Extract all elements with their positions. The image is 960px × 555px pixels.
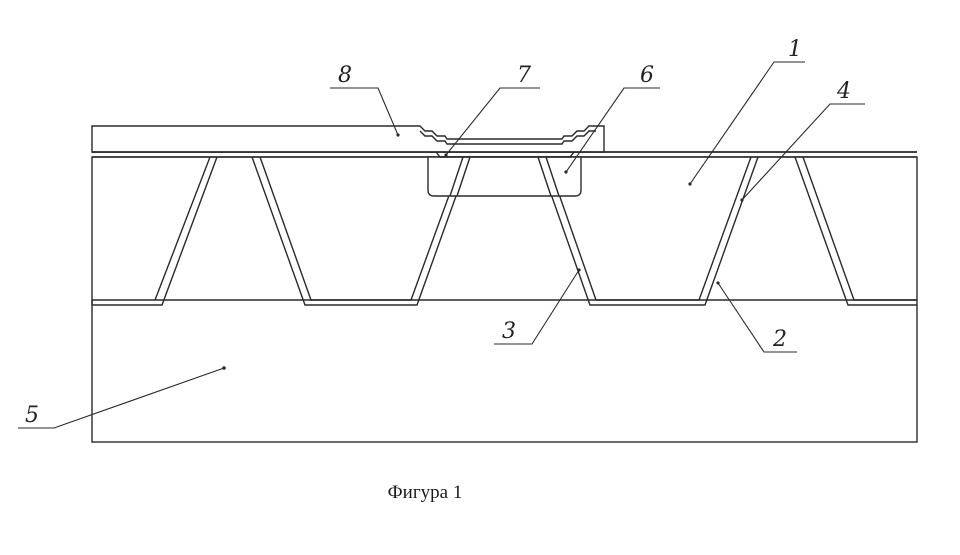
leader-lines [18,61,865,429]
label-7: 7 [517,63,531,88]
label-4: 4 [836,79,851,104]
trench-left-partial [91,156,218,306]
trench-2 [537,156,759,306]
trench-2-side-overlay-outer [537,156,552,197]
trench-1-side-overlay-outer [456,156,471,197]
trench-right-partial [794,156,917,306]
label-1: 1 [788,37,802,62]
label-8: 8 [338,63,352,88]
contact-well-region [427,156,582,197]
trench-1 [251,156,471,306]
contact-opening-layer [428,151,581,158]
label-5: 5 [25,403,39,428]
trench-1-side-overlay [449,156,464,197]
top-cover-layer [91,125,605,153]
label-2: 2 [772,327,787,352]
trench-2-side-overlay [545,156,560,197]
top-cover-inner-step [419,130,596,145]
label-3: 3 [502,319,516,344]
label-6: 6 [640,63,654,88]
figure-caption: Фигура 1 [387,482,463,503]
